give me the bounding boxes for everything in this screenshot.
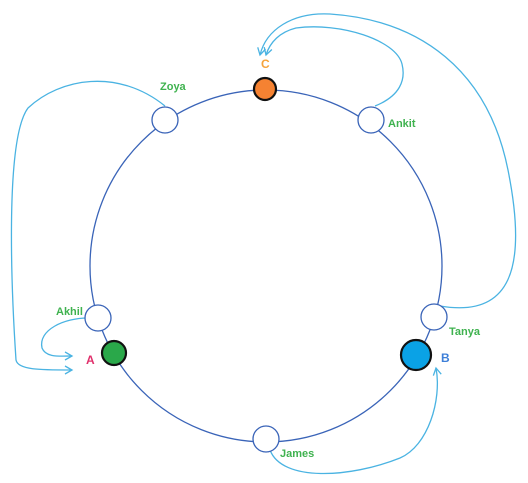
node-ankit: [357, 106, 385, 134]
label-james: James: [280, 448, 314, 460]
arrow-ankit-to-c: [263, 26, 404, 107]
label-b: B: [441, 351, 450, 365]
node-b: [399, 338, 433, 372]
label-akhil: Akhil: [56, 306, 83, 318]
node-zoya: [151, 106, 179, 134]
node-tanya: [420, 303, 448, 331]
label-a: A: [86, 353, 95, 367]
node-james: [252, 425, 280, 453]
node-a: [100, 339, 128, 367]
label-zoya: Zoya: [160, 81, 187, 93]
node-c: [252, 76, 278, 102]
label-tanya: Tanya: [449, 326, 481, 338]
node-akhil: [84, 304, 112, 332]
arrow-tanya-to-c: [257, 13, 517, 309]
ring-circle: [89, 89, 443, 443]
label-ankit: Ankit: [388, 118, 416, 130]
arrow-james-to-b: [269, 366, 442, 475]
arrow-akhil-to-a: [41, 317, 89, 361]
label-c: C: [261, 57, 270, 71]
arrow-zoya-to-a: [10, 80, 166, 375]
